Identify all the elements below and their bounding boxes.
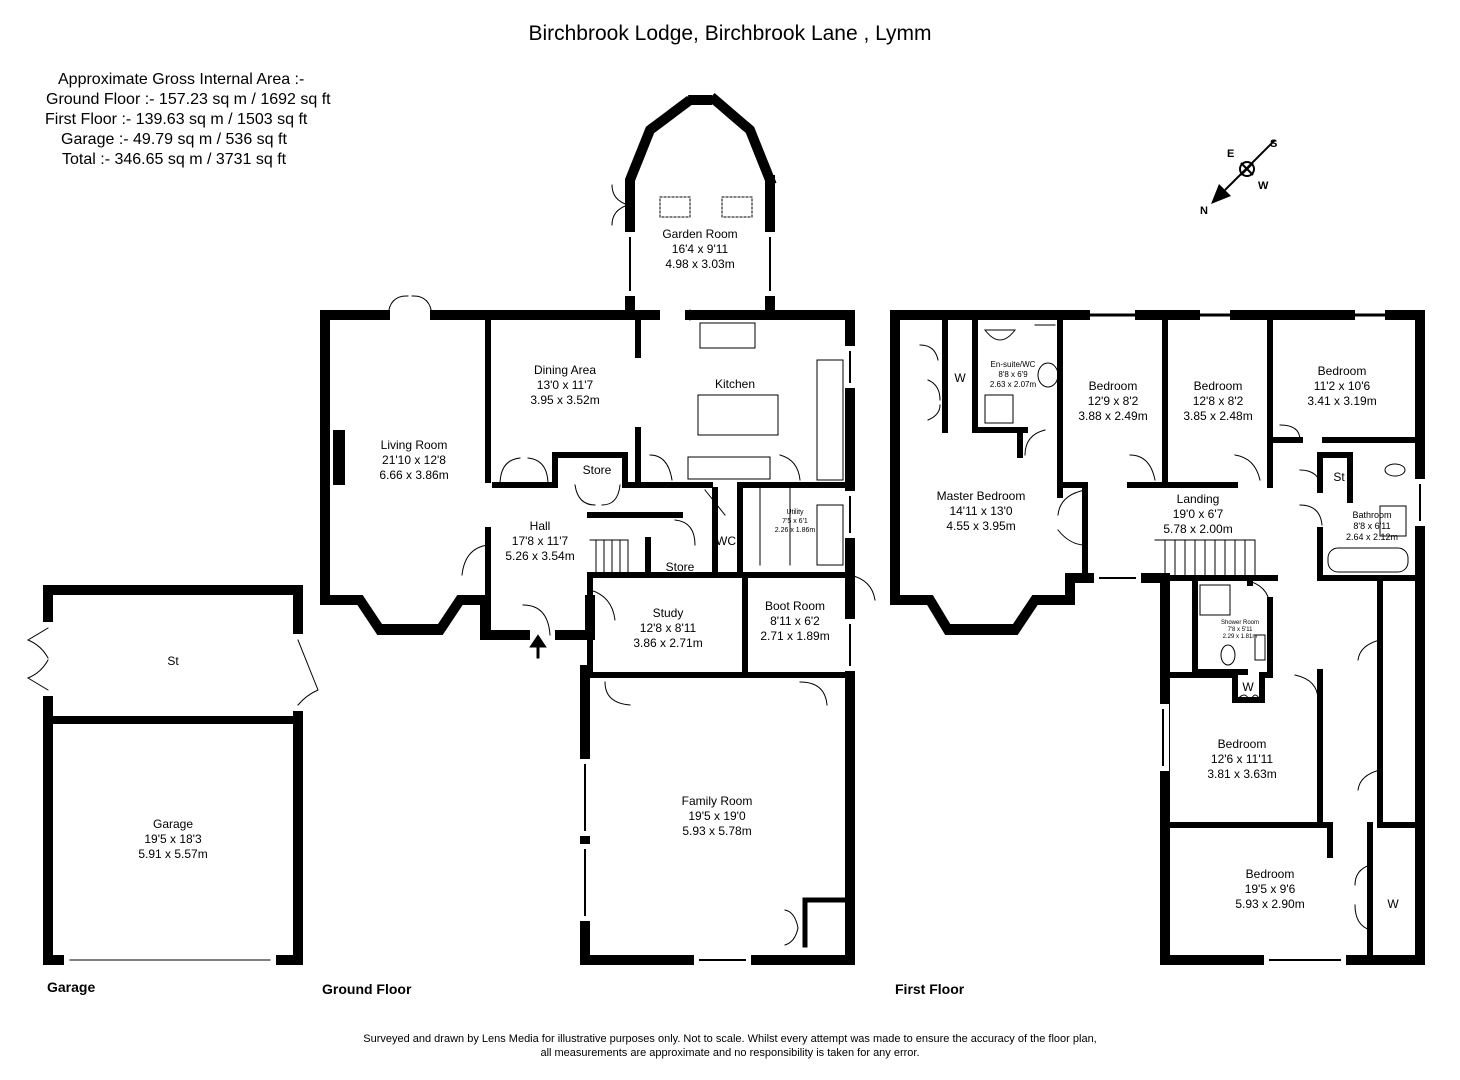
area-summary: Approximate Gross Internal Area :- Groun… bbox=[40, 70, 331, 170]
area-garage: Garage :- 49.79 sq m / 536 sq ft bbox=[61, 131, 287, 148]
compass-west: W bbox=[1258, 180, 1269, 192]
entrance-arrow-icon bbox=[529, 634, 547, 659]
disclaimer-line-2: all measurements are approximate and no … bbox=[540, 1047, 920, 1059]
garage-walls bbox=[27, 585, 319, 966]
compass-icon: E S W N bbox=[1200, 138, 1277, 217]
plan-title: Birchbrook Lodge, Birchbrook Lane , Lymm bbox=[528, 22, 932, 45]
disclaimer-line-1: Surveyed and drawn by Lens Media for ill… bbox=[363, 1033, 1097, 1045]
store-label: Store bbox=[583, 463, 612, 477]
kitchen-label: Kitchen bbox=[715, 377, 755, 391]
compass-east: E bbox=[1227, 148, 1234, 160]
area-heading: Approximate Gross Internal Area :- bbox=[58, 71, 305, 88]
master-wardrobe-label: W bbox=[954, 371, 966, 385]
ground-floor-label: Ground Floor bbox=[322, 981, 412, 997]
wardrobe-label: W bbox=[1242, 680, 1254, 694]
area-total: Total :- 346.65 sq m / 3731 sq ft bbox=[62, 151, 287, 168]
garage-store-label: St bbox=[167, 654, 179, 668]
first-floor-label: First Floor bbox=[895, 981, 965, 997]
compass-south: S bbox=[1270, 138, 1277, 150]
area-ground: Ground Floor :- 157.23 sq m / 1692 sq ft bbox=[46, 91, 331, 108]
wardrobe-label: W bbox=[1387, 897, 1399, 911]
disclaimer: Surveyed and drawn by Lens Media for ill… bbox=[0, 1032, 1460, 1060]
garage-floor-label: Garage bbox=[47, 979, 96, 995]
compass-north: N bbox=[1200, 205, 1208, 217]
wc-label: WC bbox=[716, 534, 736, 548]
area-first: First Floor :- 139.63 sq m / 1503 sq ft bbox=[45, 111, 308, 128]
store-label-2: Store bbox=[666, 560, 695, 574]
store-label-first: St bbox=[1333, 470, 1345, 484]
ground-floor-walls bbox=[320, 95, 876, 966]
first-floor-walls bbox=[890, 310, 1426, 966]
